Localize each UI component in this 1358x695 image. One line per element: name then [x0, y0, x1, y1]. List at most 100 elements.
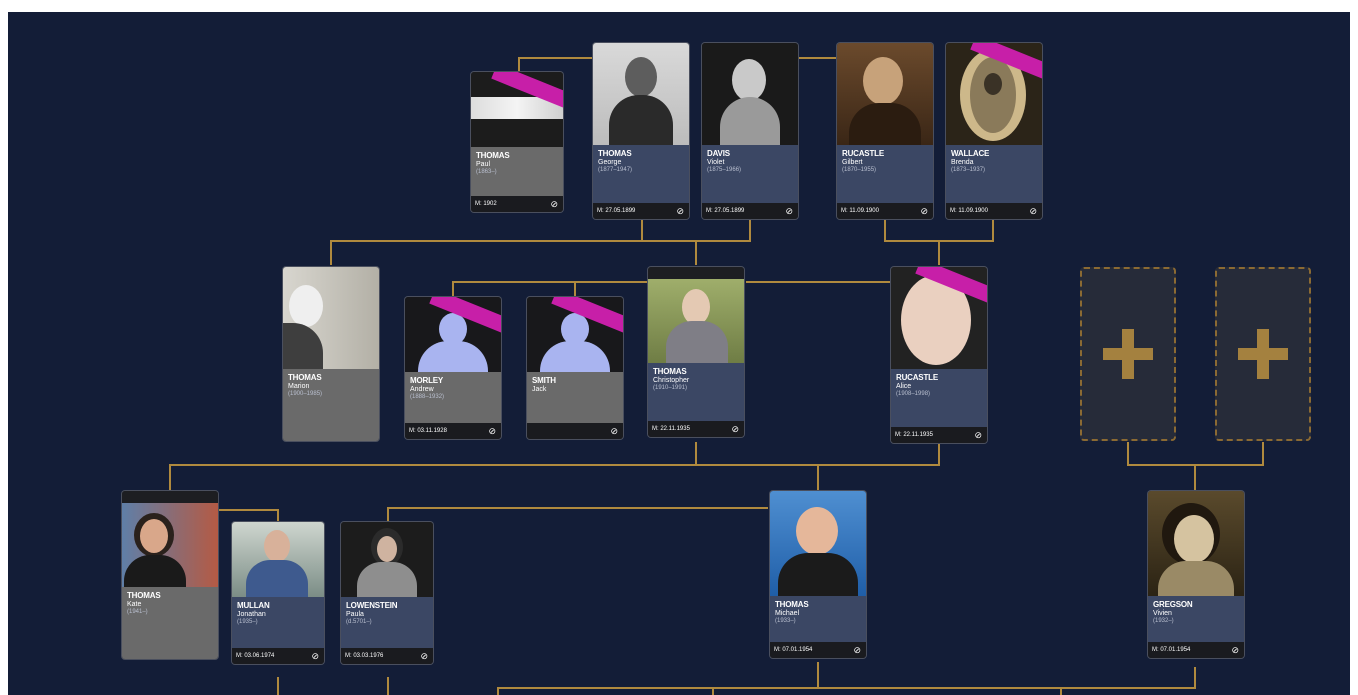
marriage-bar: M: 22.11.1935 ⊘: [891, 427, 987, 443]
photo-portrait: [341, 522, 433, 597]
photo-placeholder: [527, 297, 623, 372]
marriage-bar: M: 07.01.1954 ⊘: [770, 642, 866, 658]
given-name: Alice: [896, 383, 912, 390]
link-icon[interactable]: ⊘: [1029, 205, 1037, 216]
plus-icon: [1238, 329, 1288, 379]
surname: THOMAS: [127, 591, 161, 600]
link-icon[interactable]: ⊘: [974, 429, 982, 440]
link-icon[interactable]: ⊘: [311, 650, 319, 661]
dates: (1935–): [237, 619, 258, 625]
photo-handwriting: [471, 72, 563, 147]
photo-portrait: [1148, 491, 1244, 596]
person-silhouette-icon: [439, 313, 467, 345]
marriage-bar: M: 1902 ⊘: [471, 196, 563, 212]
card-topbar: [122, 491, 218, 503]
marriage-date: M: 03.03.1976: [345, 653, 384, 659]
surname: THOMAS: [288, 373, 322, 382]
marriage-date: M: 22.11.1935: [895, 432, 933, 438]
marriage-bar: ⊘: [527, 423, 623, 439]
marriage-date: M: 27.05.1899: [706, 208, 745, 214]
given-name: Marion: [288, 383, 310, 390]
link-icon[interactable]: ⊘: [676, 205, 684, 216]
photo-portrait: [702, 43, 798, 145]
dates: (1932–): [1153, 618, 1174, 624]
marriage-date: M: 07.01.1954: [1152, 647, 1191, 653]
given-name: Kate: [127, 601, 142, 608]
connector-lines: [169, 57, 1264, 695]
person-card-gilbert-rucastle[interactable]: RUCASTLE Gilbert (1870–1955) M: 11.09.19…: [837, 43, 933, 219]
surname: LOWENSTEIN: [346, 601, 398, 610]
person-card-christopher-thomas[interactable]: THOMAS Christopher (1910–1991) M: 22.11.…: [648, 267, 744, 437]
given-name: Andrew: [410, 386, 434, 393]
link-icon[interactable]: ⊘: [420, 650, 428, 661]
link-icon[interactable]: ⊘: [550, 198, 558, 209]
photo-portrait: [770, 491, 866, 596]
photo-portrait: [232, 522, 324, 597]
surname: THOMAS: [476, 151, 510, 160]
person-card-kate-thomas[interactable]: THOMAS Kate (1941–): [122, 491, 218, 659]
given-name: Gilbert: [842, 159, 863, 166]
marriage-date: M: 11.09.1900: [841, 208, 879, 214]
dates: (1900–1985): [288, 391, 323, 397]
card-topbar: [648, 267, 744, 279]
given-name: George: [598, 159, 622, 166]
given-name: Paul: [476, 161, 491, 168]
person-card-vivien-gregson[interactable]: GREGSON Vivien (1932–) M: 07.01.1954 ⊘: [1148, 491, 1244, 658]
surname: THOMAS: [653, 367, 687, 376]
given-name: Violet: [707, 159, 725, 166]
surname: DAVIS: [707, 149, 730, 158]
surname: RUCASTLE: [896, 373, 938, 382]
link-icon[interactable]: ⊘: [731, 423, 739, 434]
surname: THOMAS: [598, 149, 632, 158]
person-silhouette-body: [540, 341, 610, 372]
marriage-date: M: 11.09.1900: [950, 208, 988, 214]
person-card-violet-davis[interactable]: DAVIS Violet (1875–1966) M: 27.05.1899 ⊘: [702, 43, 798, 219]
surname: GREGSON: [1153, 600, 1193, 609]
person-card-alice-rucastle[interactable]: RUCASTLE Alice (1908–1998) M: 22.11.1935…: [891, 267, 987, 443]
add-parent-placeholder-right[interactable]: [1215, 267, 1311, 441]
person-card-paul-thomas[interactable]: THOMAS Paul (1863–) M: 1902 ⊘: [471, 72, 563, 212]
photo-portrait: [837, 43, 933, 145]
dates: (1875–1966): [707, 167, 742, 173]
surname: THOMAS: [775, 600, 809, 609]
link-icon[interactable]: ⊘: [610, 425, 618, 436]
dates: (1888–1932): [410, 394, 445, 400]
dates: (1933–): [775, 618, 796, 624]
dates: (1910–1991): [653, 385, 688, 391]
person-card-jonathan-mullan[interactable]: MULLAN Jonathan (1935–) M: 03.06.1974 ⊘: [232, 522, 324, 664]
link-icon[interactable]: ⊘: [488, 425, 496, 436]
photo-portrait: [122, 503, 218, 587]
person-card-george-thomas[interactable]: THOMAS George (1877–1947) M: 27.05.1899 …: [593, 43, 689, 219]
marriage-bar: M: 03.06.1974 ⊘: [232, 648, 324, 664]
add-parent-placeholder-left[interactable]: [1080, 267, 1176, 441]
given-name: Michael: [775, 610, 800, 617]
dates: (1870–1955): [842, 167, 877, 173]
link-icon[interactable]: ⊘: [853, 644, 861, 655]
given-name: Vivien: [1153, 610, 1172, 617]
family-tree-canvas[interactable]: THOMAS Paul (1863–) M: 1902 ⊘ THOMAS Geo…: [8, 12, 1350, 695]
link-icon[interactable]: ⊘: [920, 205, 928, 216]
dates: (1908–1998): [896, 391, 931, 397]
person-card-paula-lowenstein[interactable]: LOWENSTEIN Paula (d.5701–) M: 03.03.1976…: [341, 522, 433, 664]
marriage-bar: M: 27.05.1899 ⊘: [593, 203, 689, 219]
dates: (1863–): [476, 169, 497, 175]
link-icon[interactable]: ⊘: [785, 205, 793, 216]
given-name: Jonathan: [237, 611, 266, 618]
marriage-date: M: 03.06.1974: [236, 653, 275, 659]
link-icon[interactable]: ⊘: [1231, 644, 1239, 655]
surname: MULLAN: [237, 601, 270, 610]
marriage-date: M: 22.11.1935: [652, 426, 690, 432]
person-card-andrew-morley[interactable]: MORLEY Andrew (1888–1932) M: 03.11.1928 …: [405, 297, 501, 439]
surname: MORLEY: [410, 376, 444, 385]
person-card-michael-thomas[interactable]: THOMAS Michael (1933–) M: 07.01.1954 ⊘: [770, 491, 866, 658]
person-card-marion-thomas[interactable]: THOMAS Marion (1900–1985): [283, 267, 379, 441]
person-card-brenda-wallace[interactable]: WALLACE Brenda (1873–1937) M: 11.09.1900…: [946, 43, 1042, 219]
marriage-date: M: 03.11.1928: [409, 428, 447, 434]
marriage-date: M: 1902: [475, 201, 497, 207]
marriage-bar: M: 11.09.1900 ⊘: [946, 203, 1042, 219]
person-card-jack-smith[interactable]: SMITH Jack ⊘: [527, 297, 623, 439]
marriage-bar: M: 03.03.1976 ⊘: [341, 648, 433, 664]
plus-icon: [1103, 329, 1153, 379]
photo-portrait: [648, 279, 744, 363]
marriage-bar: M: 22.11.1935 ⊘: [648, 421, 744, 437]
